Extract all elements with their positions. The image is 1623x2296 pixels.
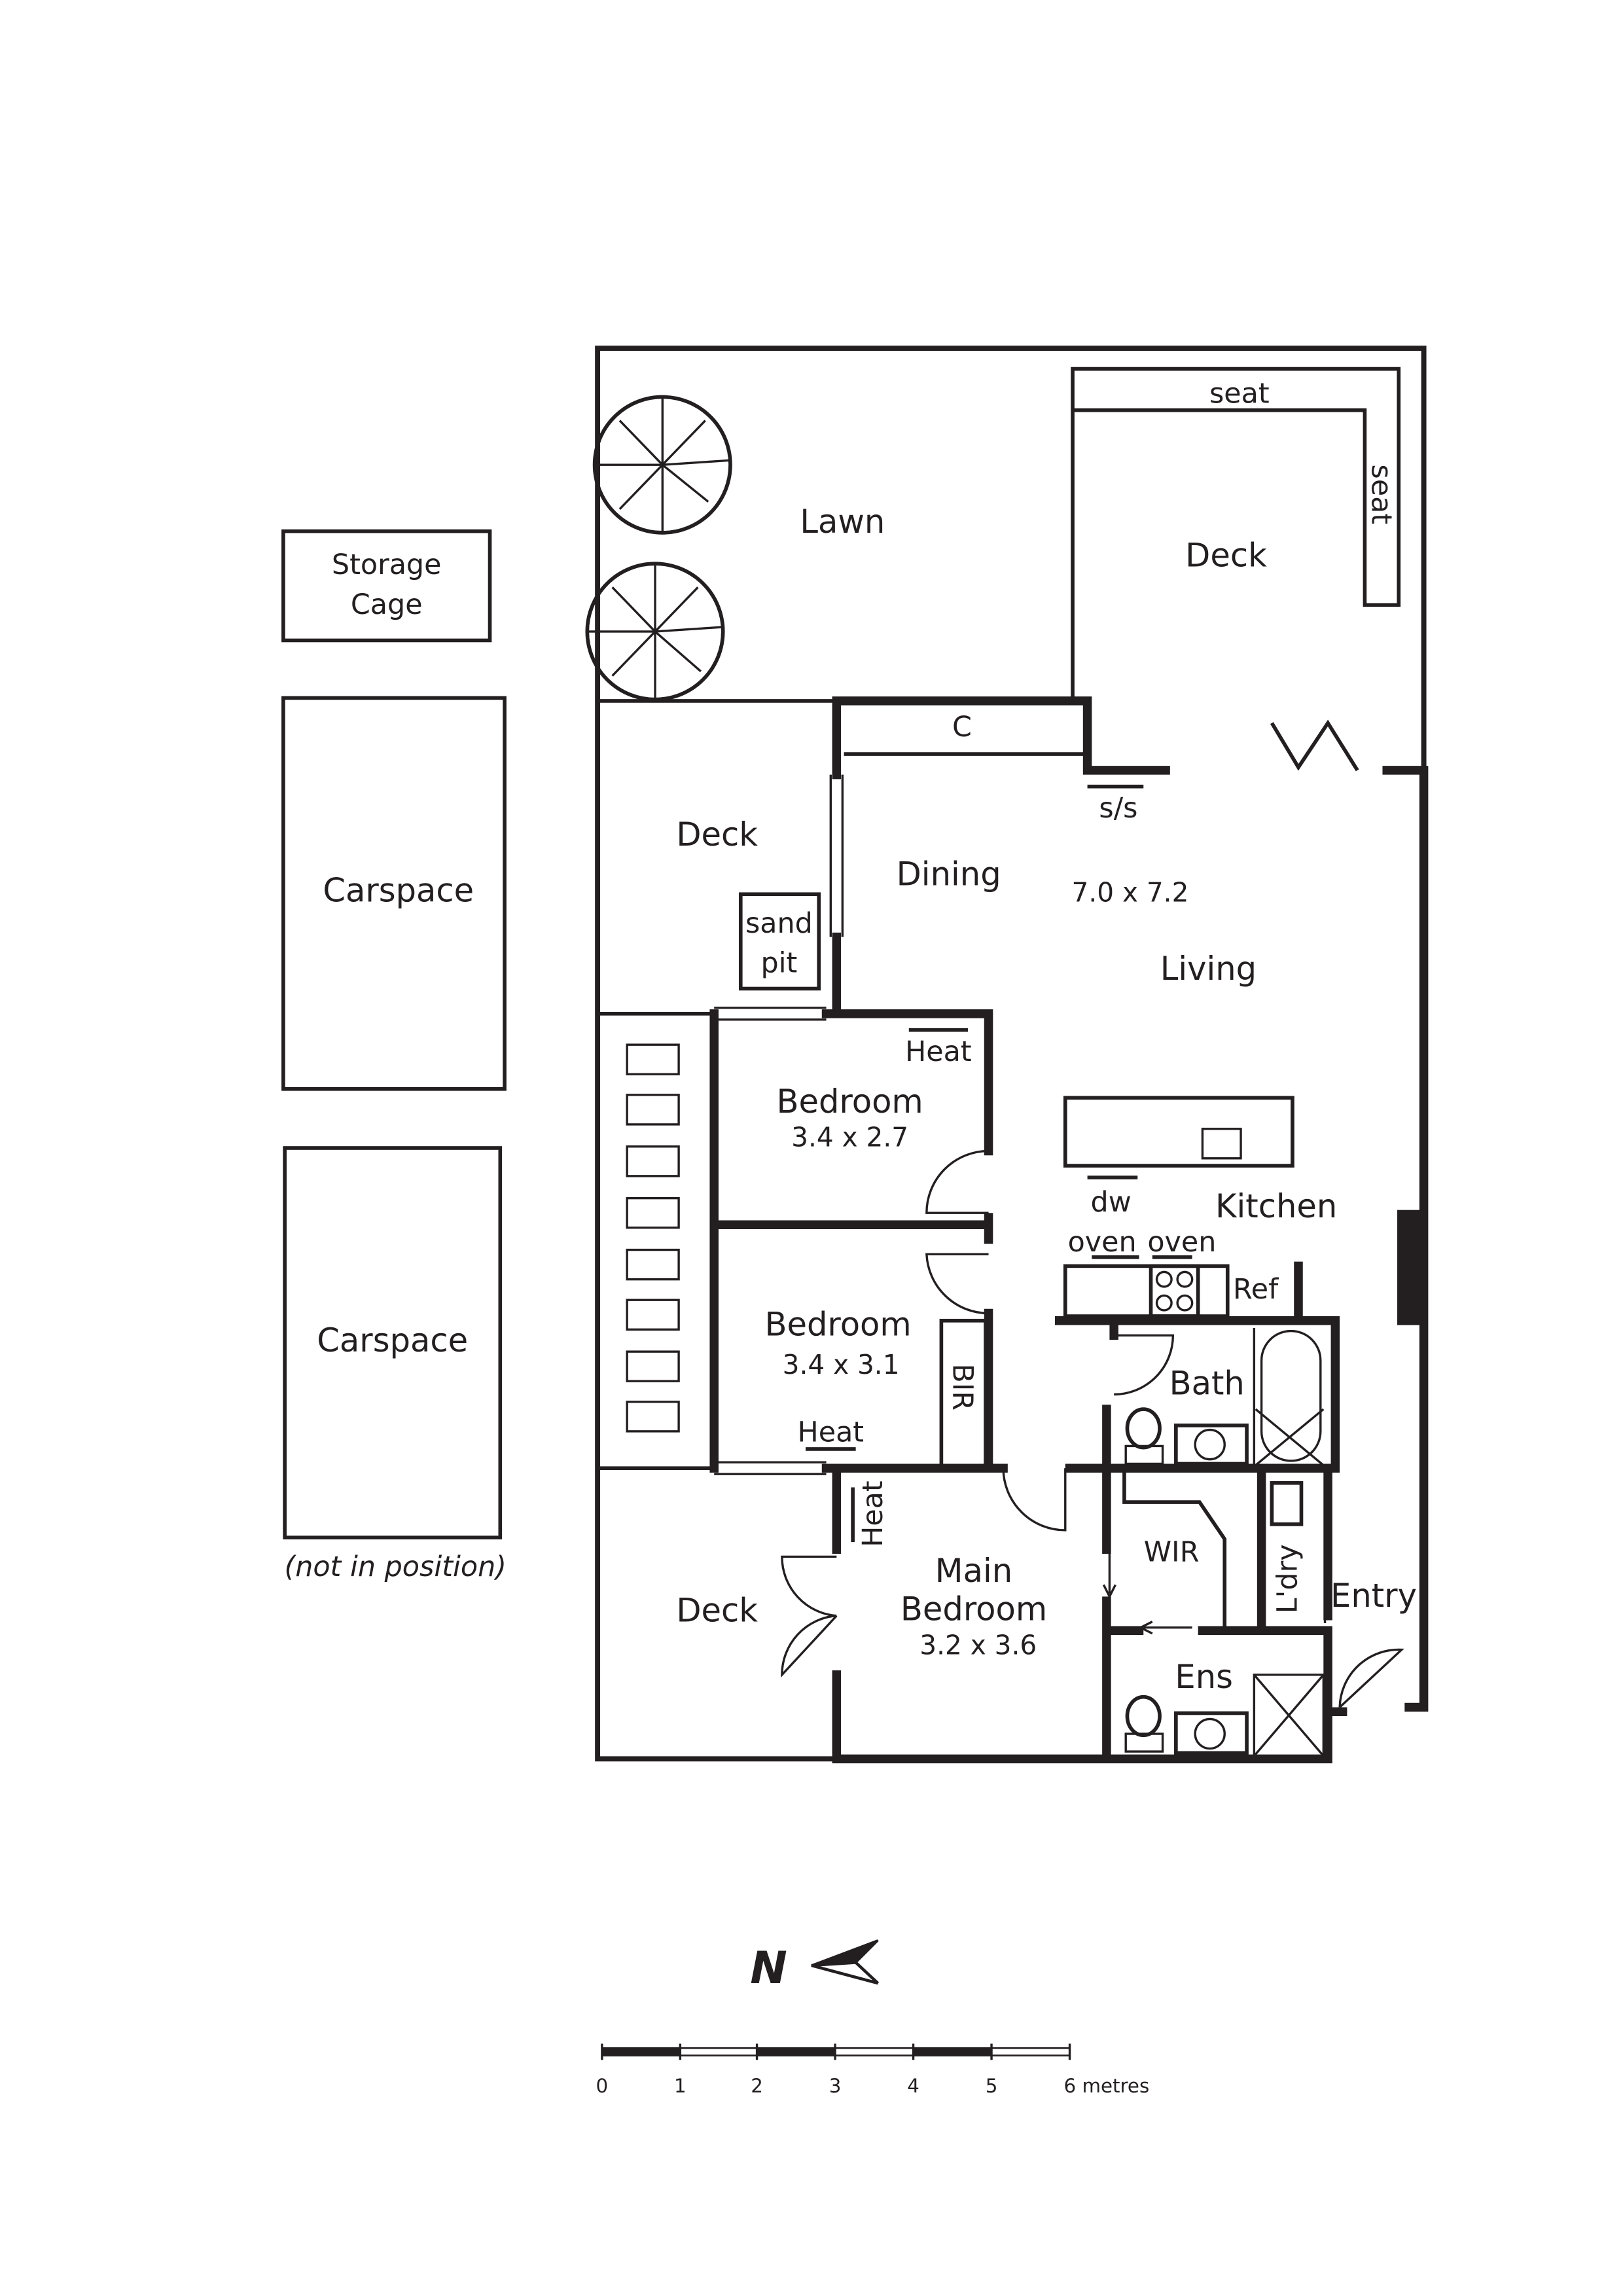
heat-label-3: Heat — [857, 1480, 889, 1547]
carspace-1 — [281, 696, 507, 1091]
bedroom2-dims: 3.4 x 3.1 — [783, 1349, 900, 1380]
wir-label: WIR — [1144, 1535, 1200, 1568]
lawn-label: Lawn — [800, 503, 885, 541]
tree-icon — [585, 562, 725, 702]
kitchen-bench — [1063, 1264, 1230, 1318]
toilet-icon — [1124, 1695, 1164, 1753]
rear-deck-outline — [1071, 367, 1401, 701]
scale-tick: 5 — [986, 2075, 998, 2097]
ens-label: Ens — [1175, 1658, 1233, 1696]
rear-deck-label: Deck — [1185, 537, 1267, 575]
north-arrow-icon — [811, 1939, 879, 1985]
oven-label-2: oven — [1147, 1226, 1216, 1259]
site-boundary — [595, 346, 1427, 1762]
front-deck-label: Deck — [676, 1592, 758, 1630]
fireplace — [1397, 1210, 1421, 1325]
main-bedroom-label-1: Main — [935, 1552, 1012, 1590]
cooktop-icon — [1149, 1264, 1200, 1318]
storage-label-2: Cage — [351, 588, 423, 621]
sink — [1201, 1128, 1242, 1160]
seat-side-label: seat — [1365, 464, 1398, 524]
north-label: N — [750, 1942, 787, 1994]
windows — [714, 774, 1327, 1623]
scale-tick: 4 — [907, 2075, 919, 2097]
storage-label-1: Storage — [332, 548, 442, 581]
storage-cage — [281, 529, 492, 643]
bathtub-icon — [1253, 1328, 1325, 1467]
seat-top-label: seat — [1209, 377, 1270, 410]
door-swing — [781, 1149, 1404, 1708]
bir-label: BIR — [946, 1363, 978, 1410]
sliding-door — [1087, 719, 1359, 789]
sliding-door-label: s/s — [1099, 792, 1137, 825]
ref-label: Ref — [1233, 1273, 1279, 1306]
main-bedroom-label-2: Bedroom — [901, 1590, 1047, 1628]
sliding-arrows — [1102, 1549, 1192, 1635]
not-in-position-note: (not in position) — [284, 1551, 506, 1583]
toilet-icon — [1124, 1407, 1164, 1465]
appliance-marks — [1087, 1175, 1192, 1259]
bedroom2-label: Bedroom — [764, 1305, 911, 1343]
oven-label-1: oven — [1068, 1226, 1137, 1259]
lawn-deck-line — [597, 699, 837, 1471]
heat-label-1: Heat — [905, 1035, 972, 1068]
living-label: Living — [1160, 950, 1257, 988]
laundry-label: L'dry — [1272, 1544, 1304, 1613]
shower-icon — [1253, 1674, 1325, 1757]
living-dims: 7.0 x 7.2 — [1072, 876, 1189, 908]
carspace-2 — [283, 1146, 503, 1540]
bedroom1-dims: 3.4 x 2.7 — [791, 1122, 908, 1153]
tree-icon — [592, 395, 732, 535]
side-windows — [626, 1043, 680, 1433]
entry-label: Entry — [1330, 1577, 1417, 1615]
dining-label: Dining — [897, 855, 1001, 893]
carspace-1-label: Carspace — [323, 871, 474, 909]
carspace-2-label: Carspace — [317, 1321, 468, 1359]
bath-label: Bath — [1169, 1365, 1245, 1403]
built-in-robe — [939, 1318, 988, 1471]
side-deck-label: Deck — [676, 816, 758, 853]
sand-pit-label-2: pit — [760, 947, 797, 980]
laundry-tub — [1270, 1480, 1304, 1526]
kitchen-label: Kitchen — [1215, 1187, 1337, 1225]
sand-pit — [738, 892, 821, 991]
scale-tick: 3 — [829, 2075, 842, 2097]
sand-pit-label-1: sand — [745, 907, 813, 940]
scale-tick: 2 — [751, 2075, 763, 2097]
kitchen-island — [1063, 1096, 1294, 1168]
dw-label: dw — [1091, 1186, 1132, 1219]
basin-icon — [1174, 1424, 1249, 1466]
wir-shelving — [1122, 1472, 1227, 1628]
heat-mark — [805, 1028, 968, 1542]
bedroom1-label: Bedroom — [776, 1083, 923, 1121]
scale-tick: 1 — [674, 2075, 687, 2097]
scale-tick: 6 metres — [1064, 2075, 1150, 2097]
exterior-walls — [709, 696, 1429, 1764]
heat-label-2: Heat — [798, 1416, 865, 1449]
main-bedroom-dims: 3.2 x 3.6 — [919, 1629, 1037, 1660]
scale-bar — [601, 2043, 1071, 2060]
basin-icon — [1174, 1711, 1249, 1755]
scale-tick: 0 — [596, 2075, 609, 2097]
cupboard-label: C — [952, 711, 972, 744]
